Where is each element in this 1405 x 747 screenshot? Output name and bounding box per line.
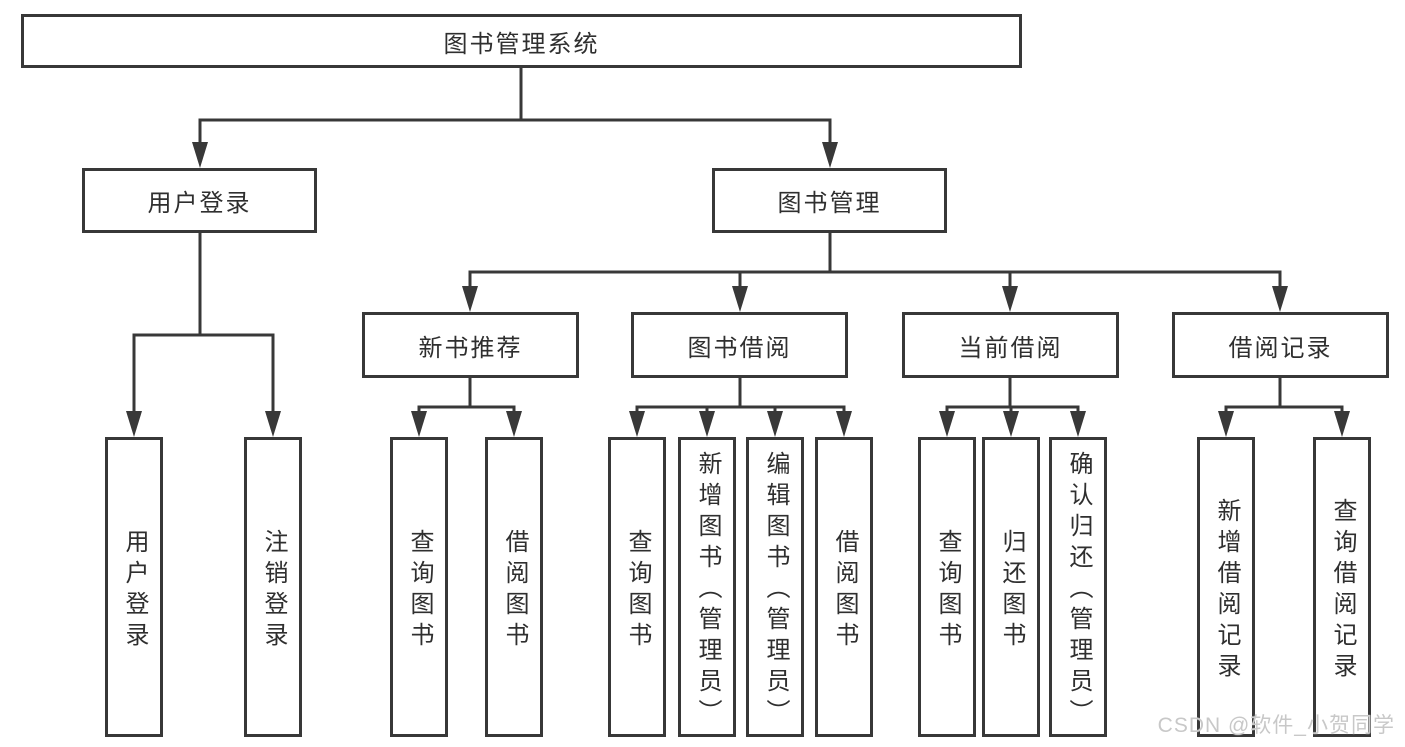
node-label: 图书管理系统 — [443, 30, 600, 58]
node-leaf-add-borrow-record: 新增借阅记录 — [1197, 437, 1255, 737]
node-label: 用户登录 — [147, 190, 252, 217]
node-leaf-query-borrow-record: 查询借阅记录 — [1313, 437, 1371, 737]
node-leaf-borrow-books: 借阅图书 — [815, 437, 873, 737]
node-label: 查询图书 — [624, 528, 651, 653]
node-label: 查询图书 — [934, 528, 961, 653]
node-label: 新增借阅记录 — [1213, 497, 1240, 684]
node-book-management: 图书管理 — [712, 168, 947, 233]
node-label: 新书推荐 — [418, 334, 523, 362]
node-leaf-edit-books-admin: 编辑图书（管理员） — [746, 437, 804, 737]
node-current-borrowing: 当前借阅 — [902, 312, 1119, 378]
node-leaf-return-books: 归还图书 — [982, 437, 1040, 737]
node-leaf-confirm-return-admin: 确认归还（管理员） — [1049, 437, 1107, 737]
node-label: 确认归还（管理员） — [1065, 451, 1092, 730]
csdn-watermark: CSDN @软件_小贺同学 — [1157, 714, 1395, 737]
node-book-borrowing: 图书借阅 — [631, 312, 848, 378]
node-leaf-user-login: 用户登录 — [105, 437, 163, 737]
node-label: 用户登录 — [121, 528, 148, 653]
node-label: 查询图书 — [406, 528, 433, 653]
node-borrowing-records: 借阅记录 — [1172, 312, 1389, 378]
node-leaf-logout: 注销登录 — [244, 437, 302, 737]
node-leaf-query-books-current: 查询图书 — [918, 437, 976, 737]
node-label: 查询借阅记录 — [1329, 497, 1356, 684]
node-leaf-borrow-books-recommend: 借阅图书 — [485, 437, 543, 737]
node-label: 编辑图书（管理员） — [762, 451, 789, 730]
node-leaf-add-books-admin: 新增图书（管理员） — [678, 437, 736, 737]
node-leaf-query-books-borrow: 查询图书 — [608, 437, 666, 737]
node-label: 归还图书 — [998, 528, 1025, 653]
node-label: 图书管理 — [777, 190, 882, 217]
node-label: 借阅记录 — [1228, 334, 1333, 362]
node-label: 借阅图书 — [501, 528, 528, 653]
node-label: 当前借阅 — [958, 334, 1063, 362]
node-label: 图书借阅 — [687, 334, 792, 362]
node-leaf-query-books-recommend: 查询图书 — [390, 437, 448, 737]
node-label: 借阅图书 — [831, 528, 858, 653]
node-root-system: 图书管理系统 — [21, 14, 1022, 68]
node-label: 注销登录 — [260, 528, 287, 653]
node-new-book-recommendation: 新书推荐 — [362, 312, 579, 378]
node-user-login: 用户登录 — [82, 168, 317, 233]
node-label: 新增图书（管理员） — [694, 451, 721, 730]
